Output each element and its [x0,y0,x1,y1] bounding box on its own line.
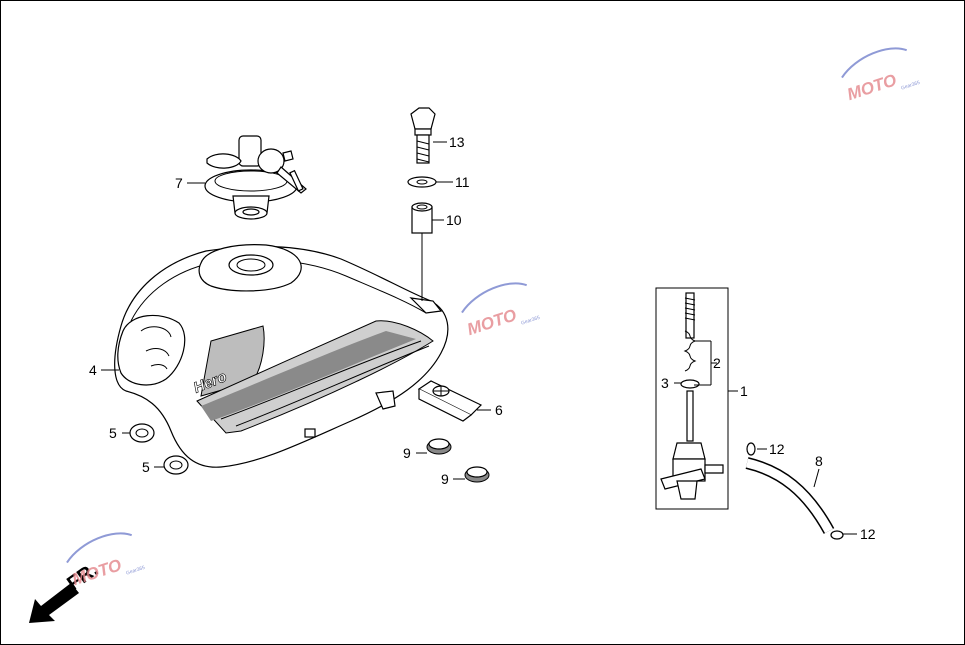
swoosh-icon [461,282,528,314]
watermark-bottom-left: MOTO Gear365 [66,532,146,589]
callout-9b: 9 [441,471,449,487]
watermark-subtext: Gear365 [125,565,146,577]
fuel-cock-assembly-frame [655,287,729,510]
callout-1: 1 [740,383,748,399]
watermark-text: MOTO [845,70,899,104]
swoosh-icon [66,532,133,564]
callout-8: 8 [815,453,823,469]
watermark-top-right: MOTO Gear365 [841,47,921,104]
fuel-cap [204,135,307,220]
callout-4: 4 [89,362,97,378]
callout-11: 11 [455,174,470,190]
swoosh-icon [841,47,908,79]
watermark-center: MOTO Gear365 [461,282,541,339]
callout-6: 6 [495,402,503,418]
callout-7: 7 [175,175,183,191]
fuel-cock [660,292,724,500]
tank-side-rubber [417,380,483,422]
callout-2: 2 [713,355,721,371]
tube-clip [746,442,844,540]
fuel-tank: Hero [114,244,449,468]
watermark-text: MOTO [70,555,124,589]
watermark-subtext: Gear365 [520,315,541,327]
grommet [426,438,490,483]
fuel-tube [745,457,835,534]
callout-5a: 5 [109,425,117,441]
washer [407,176,437,188]
collar [411,202,433,234]
callout-5b: 5 [142,459,150,475]
callout-12b: 12 [860,526,876,542]
callout-12a: 12 [769,441,785,457]
callout-13: 13 [449,134,465,150]
watermark-text: MOTO [465,305,519,339]
damper-rubber [129,423,189,475]
callout-9a: 9 [403,445,411,461]
callout-10: 10 [446,212,462,228]
watermark-subtext: Gear365 [900,80,921,92]
leader-lines [101,141,857,535]
front-arrow-icon [29,583,79,623]
bolt [410,107,436,164]
callout-3: 3 [661,375,669,391]
